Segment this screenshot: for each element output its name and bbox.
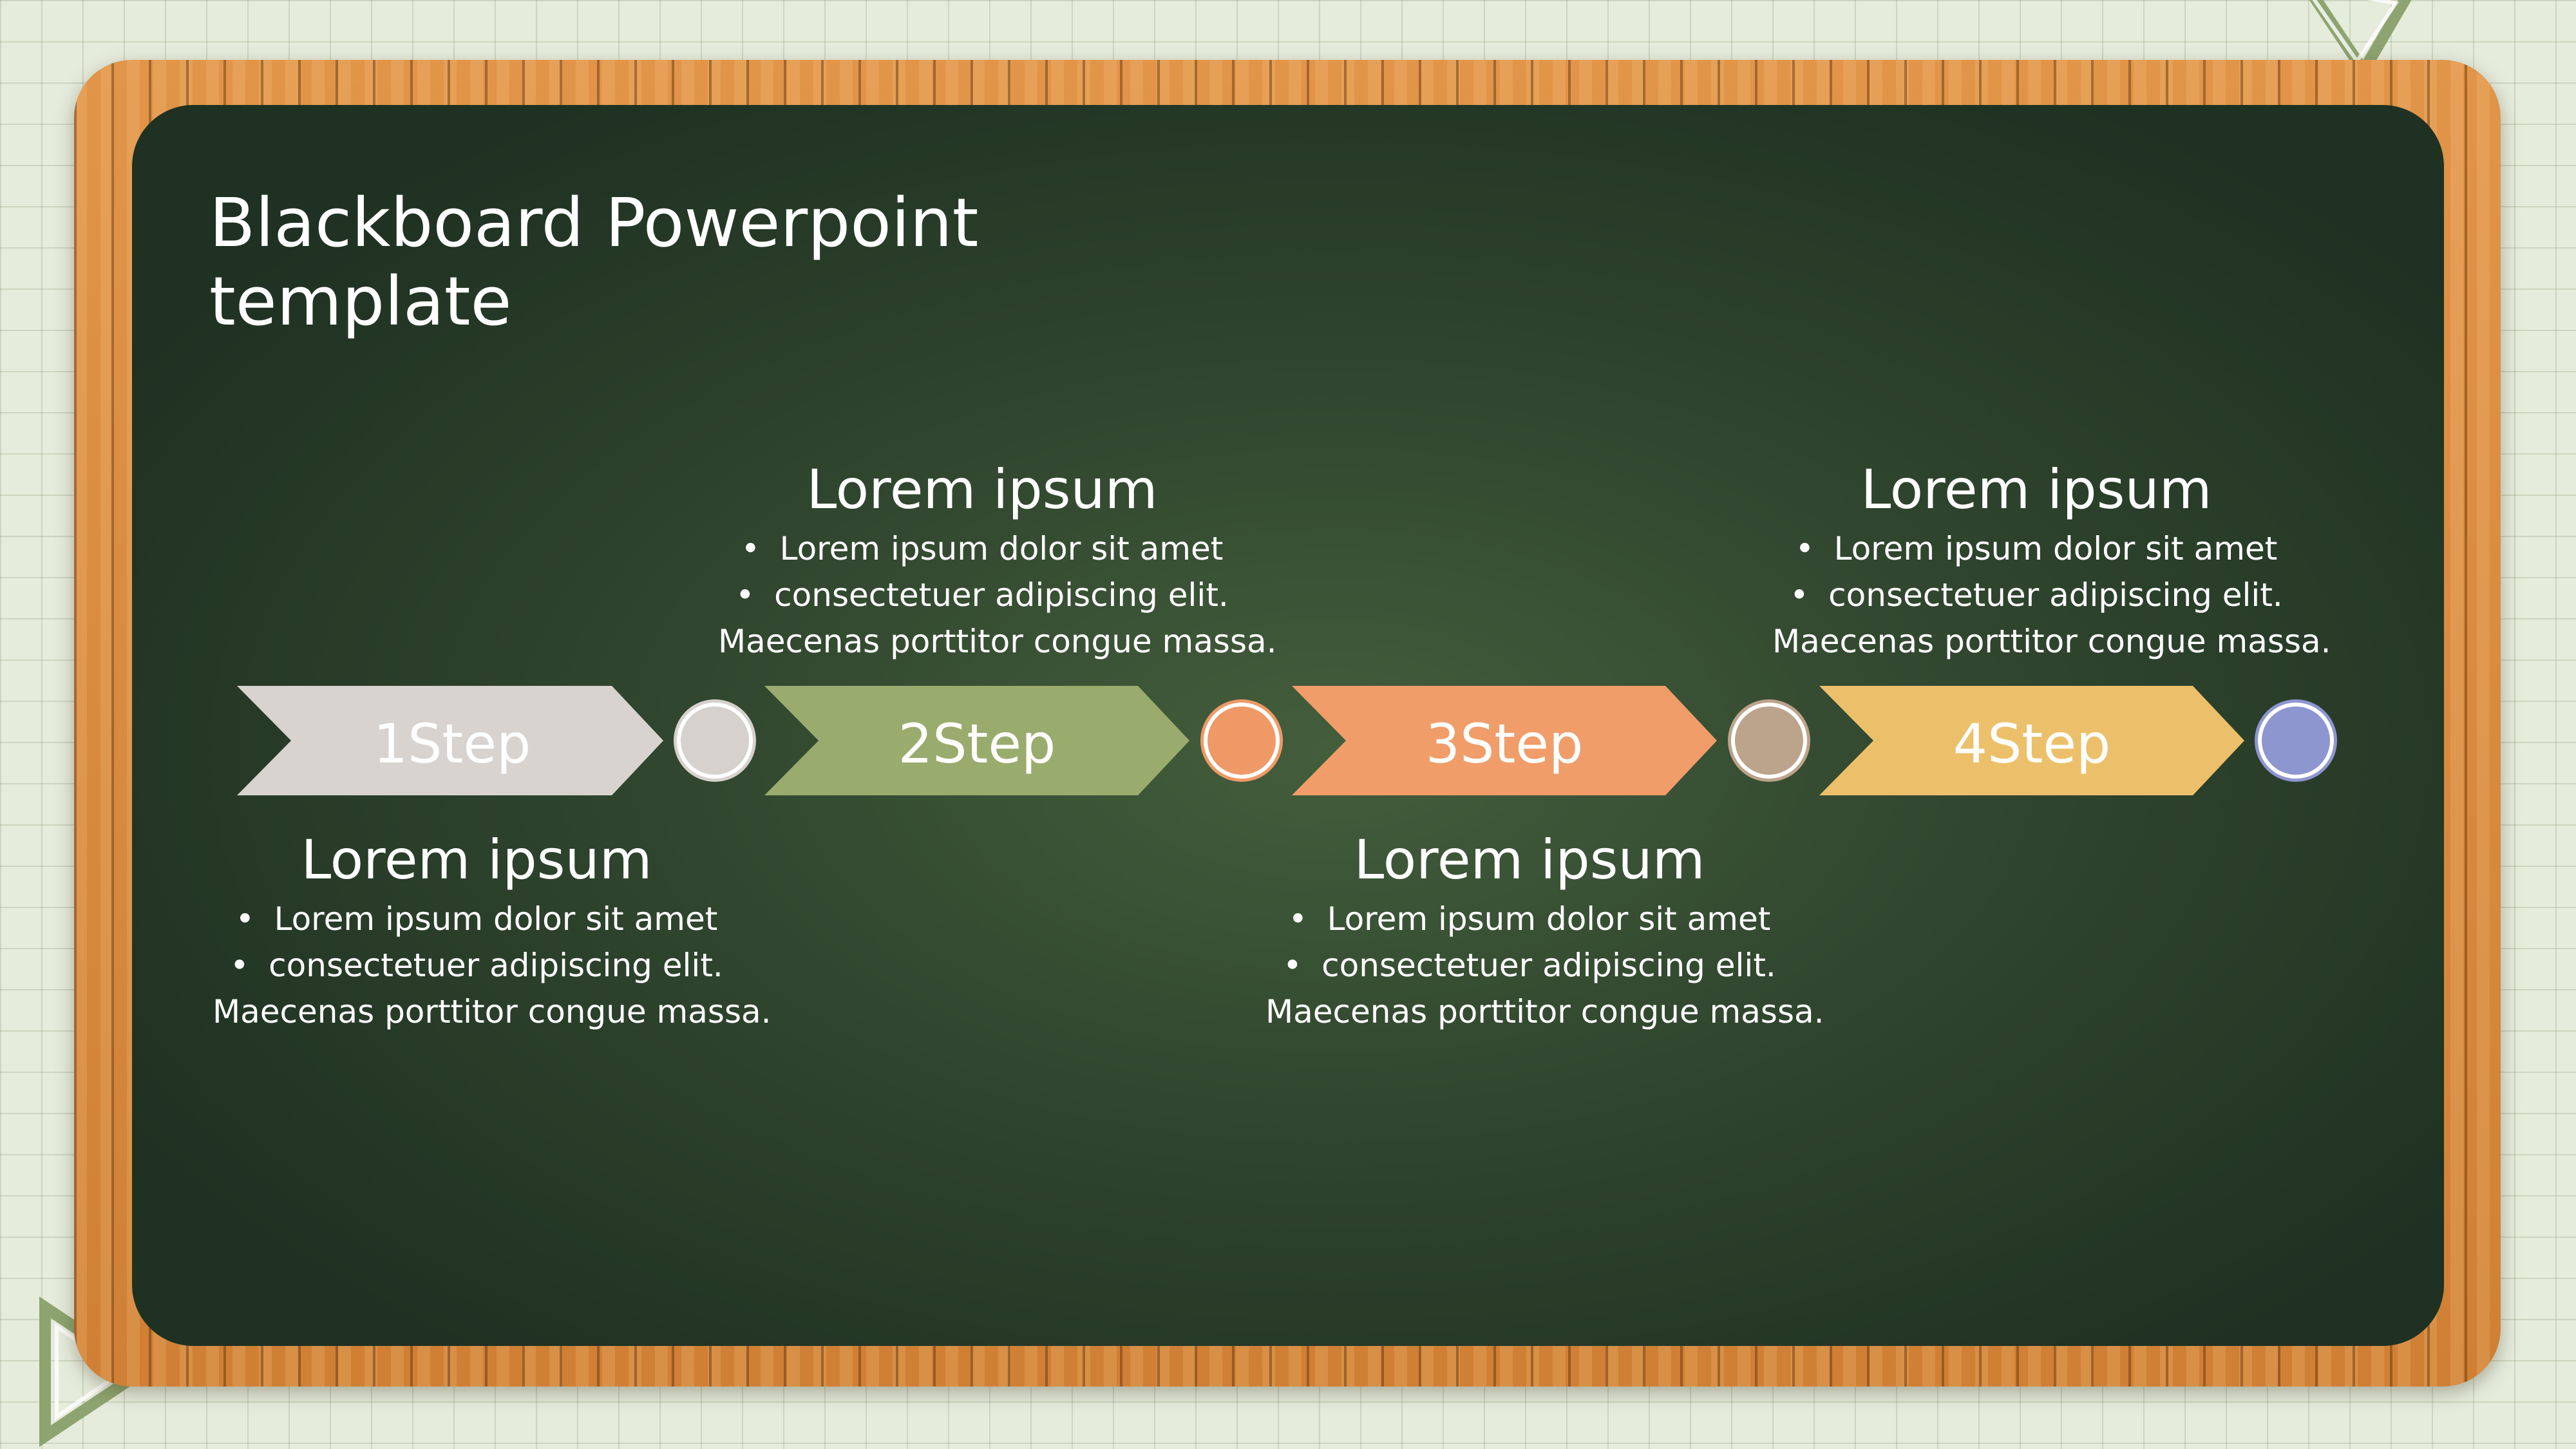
bullet-text: Lorem ipsum dolor sit amet [779, 530, 1224, 567]
block-heading: Lorem ipsum [1861, 458, 2212, 521]
body-line: Maecenas porttitor congue massa. [718, 623, 1277, 660]
text-block-step-1: Lorem ipsum •Lorem ipsum dolor sit amet … [213, 828, 772, 1035]
bullet-line: • Lorem ipsum dolor sit amet [718, 526, 1246, 572]
bullet-mark: • [735, 576, 755, 614]
block-heading: Lorem ipsum [806, 458, 1158, 521]
bullet-mark: • [741, 530, 761, 567]
step-2-node [1200, 699, 1283, 782]
step-1-node [674, 699, 756, 782]
bullet-mark: • [230, 947, 249, 984]
text-block-step-3: Lorem ipsum •Lorem ipsum dolor sit amet … [1265, 828, 1824, 1035]
text-block-step-4: Lorem ipsum •Lorem ipsum dolor sit amet … [1772, 457, 2331, 665]
bullet-line: • Lorem ipsum dolor sit amet [1265, 896, 1794, 942]
bullet-mark: • [1790, 576, 1809, 614]
step-4-label: 4Step [1953, 712, 2111, 775]
slide-title: Blackboard Powerpoint template [209, 184, 1175, 341]
bullet-text: Lorem ipsum dolor sit amet [274, 900, 718, 938]
bullet-text: Lorem ipsum dolor sit amet [1327, 900, 1771, 938]
body-line: Maecenas porttitor congue massa. [213, 993, 772, 1030]
step-4-node [2255, 699, 2337, 782]
step-2-arrow [764, 686, 1189, 795]
bullet-line: • Lorem ipsum dolor sit amet [213, 896, 741, 942]
bullet-text: consectetuer adipiscing elit. [1828, 576, 2283, 614]
bullet-line: • consectetuer adipiscing elit. [718, 572, 1246, 618]
bullet-text: consectetuer adipiscing elit. [1321, 947, 1776, 984]
bullet-text: consectetuer adipiscing elit. [269, 947, 723, 984]
bullet-mark: • [1288, 900, 1308, 938]
step-1-arrow [237, 686, 663, 795]
step-3-arrow [1292, 686, 1717, 795]
triangle-decoration-top-right [2309, 0, 2412, 77]
step-3-label: 3Step [1425, 712, 1584, 775]
step-4-arrow [1819, 686, 2244, 795]
bullet-mark: • [1283, 947, 1302, 984]
bullet-text: Lorem ipsum dolor sit amet [1833, 530, 2278, 567]
text-block-step-2: Lorem ipsum •Lorem ipsum dolor sit amet … [718, 457, 1277, 665]
bullet-line: • consectetuer adipiscing elit. [1772, 572, 2300, 618]
body-line: Maecenas porttitor congue massa. [1772, 623, 2331, 660]
bullet-mark: • [1795, 530, 1815, 567]
bullet-text: consectetuer adipiscing elit. [774, 576, 1229, 614]
bullet-line: • Lorem ipsum dolor sit amet [1772, 526, 2300, 572]
step-1-label: 1Step [373, 712, 531, 775]
slide-title-line-1: Blackboard Powerpoint [209, 184, 979, 262]
body-line: Maecenas porttitor congue massa. [1265, 993, 1824, 1030]
step-3-node [1728, 699, 1810, 782]
slide-title-line-2: template [209, 262, 512, 341]
step-2-label: 2Step [898, 712, 1056, 775]
bullet-mark: • [235, 900, 255, 938]
bullet-line: • consectetuer adipiscing elit. [1265, 942, 1794, 989]
bullet-line: • consectetuer adipiscing elit. [213, 942, 741, 989]
block-heading: Lorem ipsum [1354, 828, 1705, 891]
block-heading: Lorem ipsum [301, 828, 652, 891]
